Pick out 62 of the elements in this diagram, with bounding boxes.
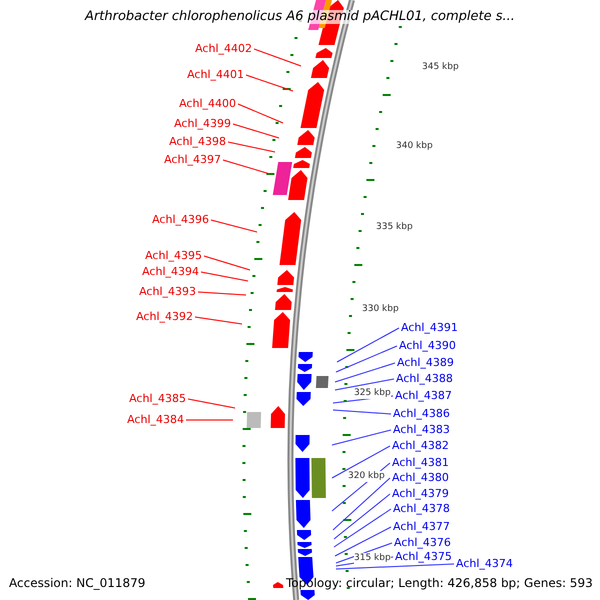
gene-label: Achl_4377 (393, 520, 450, 534)
leader-line (336, 346, 398, 372)
gene-label: Achl_4388 (396, 372, 453, 386)
gene-label: Achl_4400 (179, 97, 236, 111)
gene-label: Achl_4393 (139, 285, 196, 299)
gene-label: Achl_4398 (169, 135, 226, 149)
scale-label: 345 kbp (422, 62, 459, 73)
leader-line (332, 430, 392, 446)
leader-line (334, 362, 396, 382)
leader-line (332, 478, 390, 530)
leader-line (332, 446, 390, 478)
gene-label: Achl_4381 (392, 456, 449, 470)
scale-label: 325 kbp (354, 388, 391, 399)
leader-line (238, 104, 284, 124)
leader-line (334, 526, 392, 556)
gene-label: Achl_4401 (187, 68, 244, 82)
gene-label: Achl_4386 (393, 407, 450, 421)
gene-label: Achl_4395 (145, 249, 202, 263)
leader-line (188, 398, 236, 408)
scale-label: 335 kbp (376, 222, 413, 233)
gene-label: Achl_4374 (456, 557, 513, 571)
leader-line (204, 256, 250, 270)
gene-label: Achl_4390 (399, 339, 456, 353)
leader-line (210, 220, 258, 232)
leader-line (228, 142, 276, 152)
leader-line (222, 160, 270, 174)
leader-line (332, 410, 392, 414)
scale-label: 315 kbp (354, 553, 391, 564)
leader-line (254, 48, 302, 66)
gene-label: Achl_4383 (393, 423, 450, 437)
leader-line (334, 494, 390, 540)
leader-line (246, 74, 294, 92)
info-text: Topology: circular; Length: 426,858 bp; Genes: 593 (286, 576, 593, 590)
gene-label: Achl_4375 (395, 550, 452, 564)
scale-label: 330 kbp (362, 304, 399, 315)
leader-line (336, 564, 454, 570)
gene-label: Achl_4392 (136, 310, 193, 324)
gene-label: Achl_4397 (164, 153, 221, 167)
leader-line (232, 124, 280, 138)
leader-line (334, 378, 394, 390)
scale-label: 320 kbp (348, 471, 385, 482)
leader-line (194, 316, 242, 324)
leader-line (336, 328, 400, 362)
gene-label: Achl_4378 (393, 502, 450, 516)
gene-label: Achl_4399 (174, 117, 231, 131)
gene-label: Achl_4389 (397, 356, 454, 370)
gene-label: Achl_4396 (152, 213, 209, 227)
scale-label: 340 kbp (396, 141, 433, 152)
leader-line (198, 292, 246, 296)
gene-label: Achl_4394 (142, 265, 199, 279)
info-text: Accession: NC_011879 (9, 576, 146, 590)
leader-line (334, 508, 392, 548)
gene-label: Achl_4379 (392, 487, 449, 501)
gene-label: Achl_4391 (401, 321, 458, 335)
gene-label: Achl_4387 (395, 389, 452, 403)
gene-label: Achl_4402 (195, 42, 252, 56)
gene-label: Achl_4385 (129, 392, 186, 406)
gene-label: Achl_4382 (392, 439, 449, 453)
gene-label: Achl_4380 (392, 471, 449, 485)
gene-label: Achl_4384 (127, 413, 184, 427)
leader-line (200, 272, 248, 282)
gene-label: Achl_4376 (394, 536, 451, 550)
